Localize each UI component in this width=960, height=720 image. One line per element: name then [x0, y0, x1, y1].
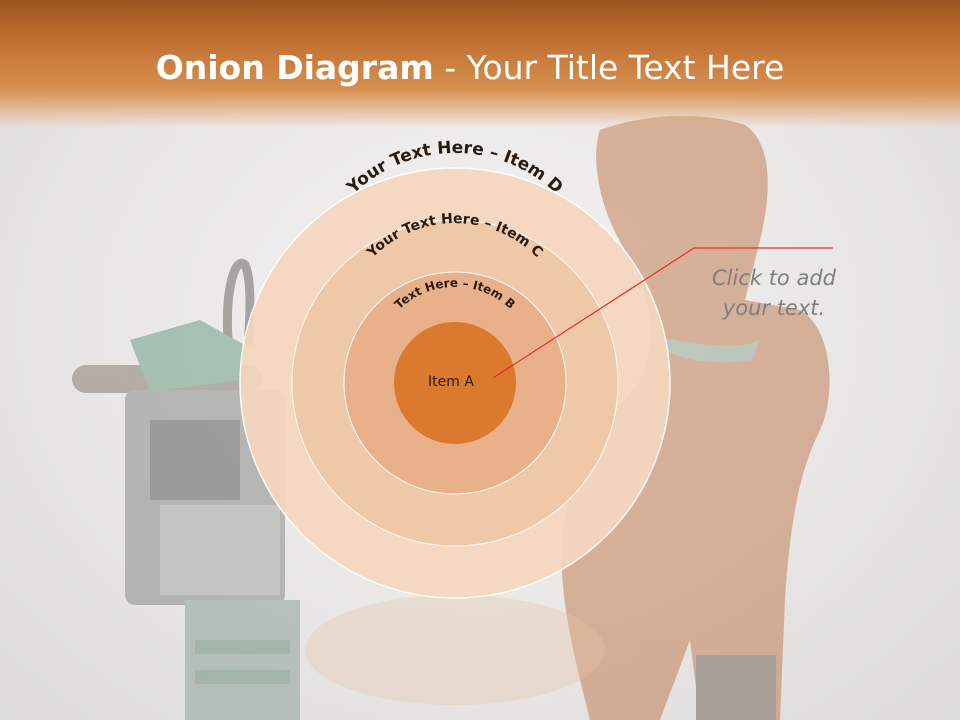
figure-illustration [561, 115, 830, 720]
onion-layer-a[interactable] [394, 322, 516, 444]
onion-label-a: Item A [428, 374, 474, 390]
title-bold-part: Onion Diagram [155, 48, 434, 87]
rammer-machine-illustration [72, 258, 300, 720]
callout-line [492, 247, 833, 379]
title-rest-part: - Your Title Text Here [433, 48, 785, 87]
slide-title[interactable]: Onion Diagram - Your Title Text Here [0, 46, 940, 90]
callout-text[interactable]: Click to add your text. [711, 266, 836, 320]
title-bar [0, 0, 960, 128]
